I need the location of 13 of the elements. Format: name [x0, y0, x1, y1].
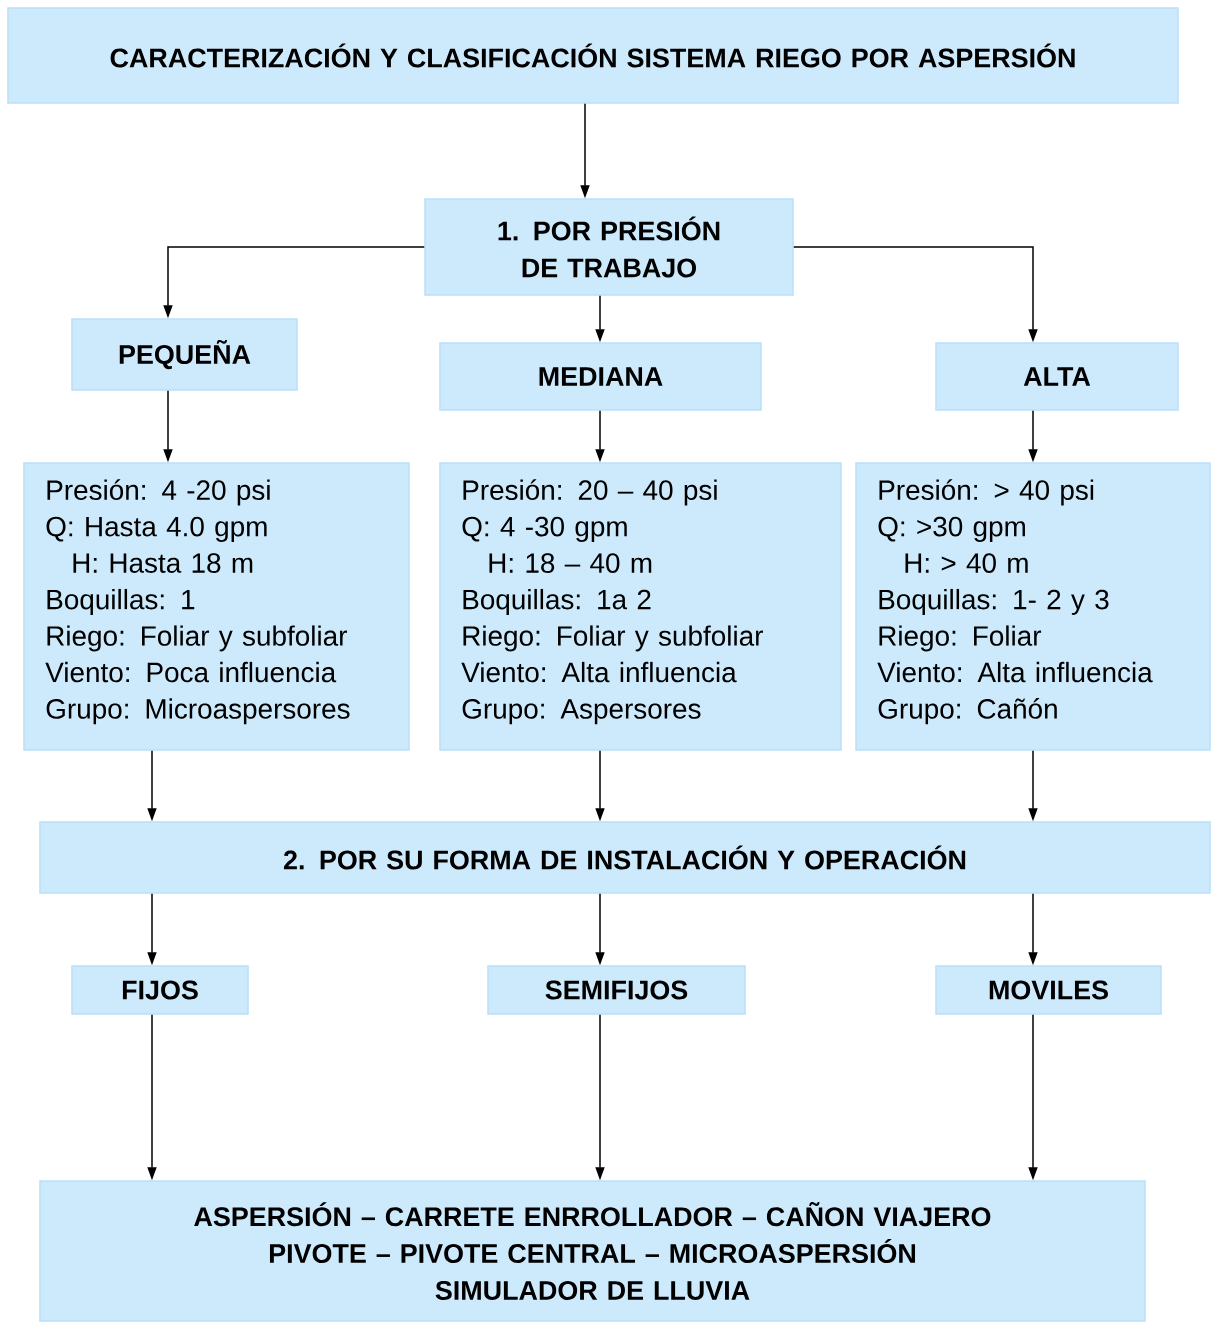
category-box: MEDIANA: [439, 342, 762, 411]
category-box: MOVILES: [935, 965, 1162, 1015]
category-box: FIJOS: [71, 965, 249, 1015]
category-box: PEQUEÑA: [71, 318, 298, 391]
description-box: Presión: 20 – 40 psi Q: 4 -30 gpm H: 18 – 40 m Boquillas: 1a 2 Riego: Foliar y subfoliar Viento: Alta influencia Grupo: Aspersores: [439, 462, 842, 751]
category-box: 2. POR SU FORMA DE INSTALACIÓN Y OPERACIÓN: [39, 821, 1211, 894]
category-box: ASPERSIÓN – CARRETE ENRROLLADOR – CAÑON VIAJERO PIVOTE – PIVOTE CENTRAL – MICROASPERSIÓN SIMULADOR DE LLUVIA: [39, 1180, 1146, 1322]
description-box: Presión: 4 -20 psi Q: Hasta 4.0 gpm H: Hasta 18 m Boquillas: 1 Riego: Foliar y subfoliar Viento: Poca influencia Grupo: Microaspersores: [23, 462, 410, 751]
category-box: CARACTERIZACIÓN Y CLASIFICACIÓN SISTEMA RIEGO POR ASPERSIÓN: [7, 7, 1179, 104]
description-box: Presión: > 40 psi Q: >30 gpm H: > 40 m Boquillas: 1- 2 y 3 Riego: Foliar Viento: Alta influencia Grupo: Cañón: [855, 462, 1211, 751]
category-box: ALTA: [935, 342, 1179, 411]
category-box: SEMIFIJOS: [487, 965, 746, 1015]
category-box: 1. POR PRESIÓN DE TRABAJO: [424, 198, 794, 296]
